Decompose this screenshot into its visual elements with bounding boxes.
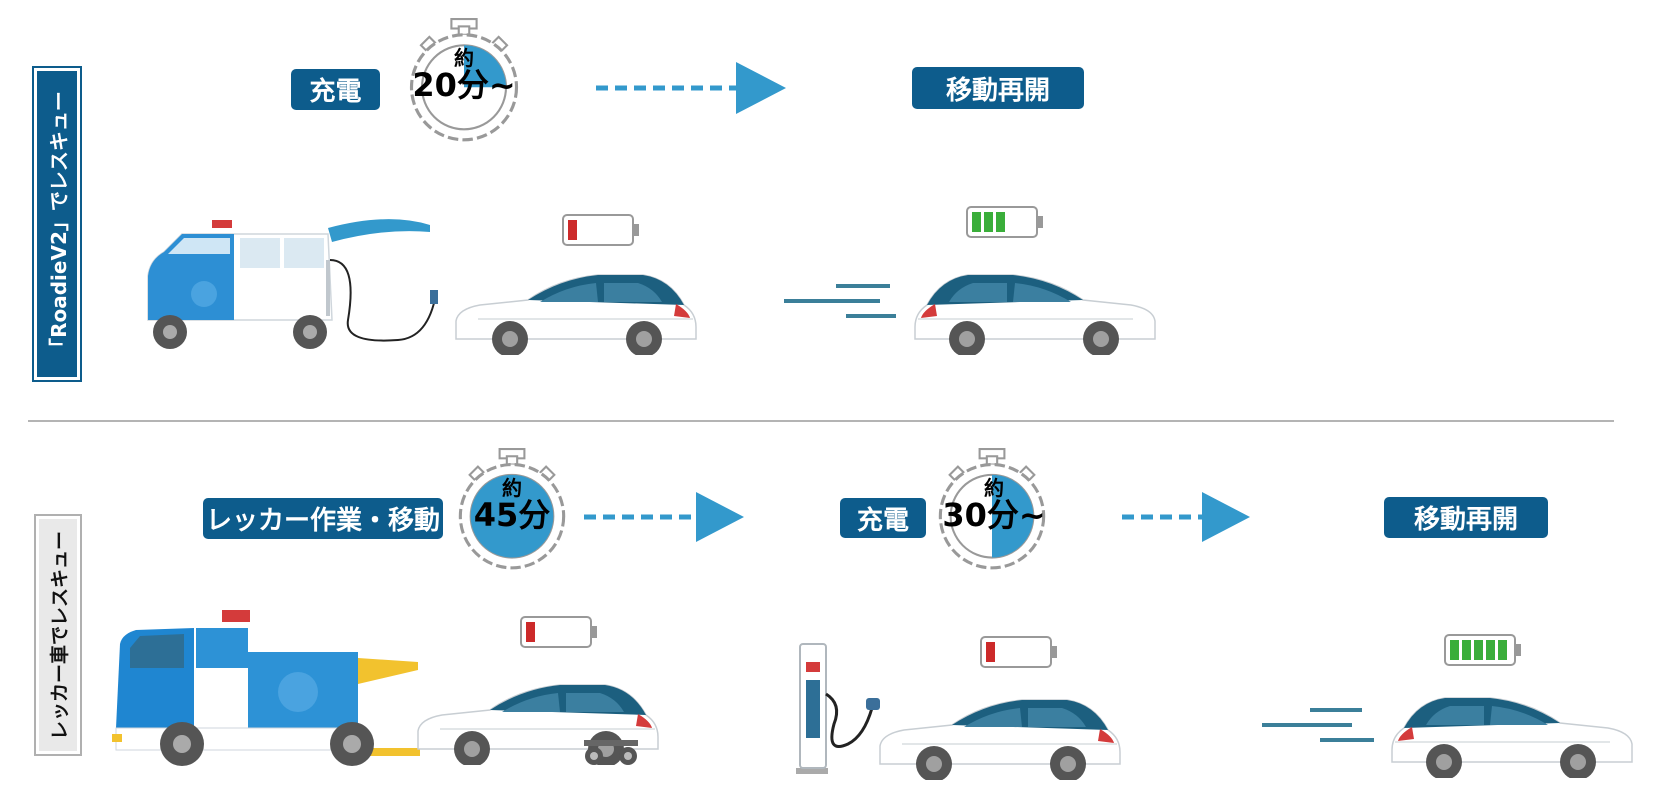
- timer-minutes: 45分: [452, 498, 572, 532]
- row1-side-label-text: 「RoadieV2」でレスキュー: [43, 91, 72, 358]
- resume-label-text: 移動再開: [946, 70, 1050, 107]
- charge-label: 充電: [291, 69, 380, 110]
- timer-45: 約 45分: [452, 478, 572, 532]
- charge-label-text: 充電: [857, 500, 909, 537]
- roadie-van-illustration: [148, 220, 438, 355]
- timer-20: 約 20分~: [404, 48, 524, 102]
- ev-car-illustration: [913, 255, 1163, 355]
- timer-approx: 約: [934, 478, 1054, 498]
- timer-minutes: 30分~: [934, 498, 1054, 532]
- timer-minutes: 20分~: [404, 68, 524, 102]
- battery-full-icon: [966, 206, 1046, 240]
- ev-car-illustration: [448, 255, 698, 355]
- arrow-right-icon: [596, 62, 786, 114]
- resume-label: 移動再開: [1384, 497, 1548, 538]
- battery-low-icon: [520, 616, 600, 650]
- row1-side-label: 「RoadieV2」でレスキュー: [34, 68, 80, 380]
- battery-low-icon: [980, 636, 1060, 670]
- tow-label-text: レッカー作業・移動: [206, 500, 440, 537]
- timer-approx: 約: [404, 48, 524, 68]
- row-divider: [28, 420, 1614, 422]
- arrow-right-icon: [584, 492, 744, 542]
- tow-dolly-icon: [584, 736, 640, 766]
- speed-lines-icon: [1262, 708, 1382, 744]
- resume-label: 移動再開: [912, 67, 1084, 109]
- charge-label-text: 充電: [309, 71, 361, 108]
- timer-30: 約 30分~: [934, 478, 1054, 532]
- ev-car-illustration: [872, 680, 1122, 780]
- battery-full-icon: [1444, 634, 1524, 668]
- ev-car-illustration: [1390, 678, 1640, 778]
- timer-approx: 約: [452, 478, 572, 498]
- arrow-right-icon: [1122, 492, 1250, 542]
- row2-side-label: レッカー車でレスキュー: [36, 516, 80, 754]
- resume-label-text: 移動再開: [1414, 499, 1518, 536]
- tow-label: レッカー作業・移動: [203, 498, 443, 539]
- battery-low-icon: [562, 214, 642, 248]
- tow-truck-illustration: [112, 608, 432, 768]
- speed-lines-icon: [784, 284, 904, 320]
- charge-label: 充電: [840, 498, 926, 538]
- row2-side-label-text: レッカー車でレスキュー: [45, 530, 72, 739]
